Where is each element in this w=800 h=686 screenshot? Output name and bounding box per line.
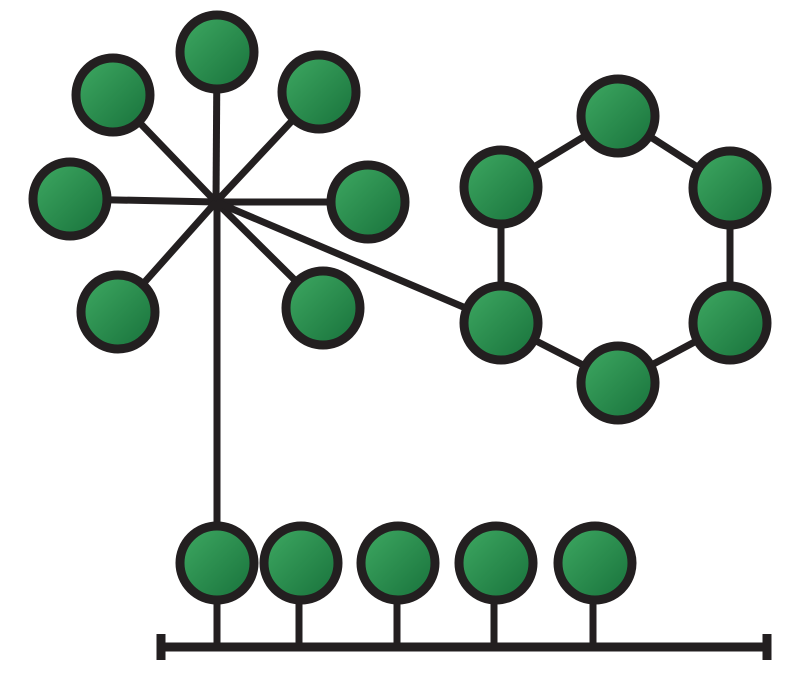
bus-node-3[interactable] <box>356 521 440 605</box>
star-node-lower-right[interactable] <box>281 266 365 350</box>
star-node-upper-left[interactable] <box>71 53 155 137</box>
ring-node-top[interactable] <box>576 74 660 158</box>
ring-node-lower-left[interactable] <box>459 281 543 365</box>
star-node-upper-right[interactable] <box>277 50 361 134</box>
star-node-lower-left[interactable] <box>76 270 160 354</box>
bus-node-5[interactable] <box>553 521 637 605</box>
star-node-top[interactable] <box>175 10 259 94</box>
bus-node-1[interactable] <box>175 521 259 605</box>
bus-node-4[interactable] <box>454 521 538 605</box>
star-topology-edge-8 <box>214 198 503 327</box>
ring-node-bottom[interactable] <box>576 341 660 425</box>
star-node-right[interactable] <box>326 160 410 244</box>
nodes-layer <box>28 10 772 605</box>
ring-node-lower-right[interactable] <box>688 281 772 365</box>
star-node-left[interactable] <box>28 157 112 241</box>
bus-node-2[interactable] <box>259 521 343 605</box>
ring-node-upper-right[interactable] <box>688 146 772 230</box>
ring-node-upper-left[interactable] <box>459 145 543 229</box>
